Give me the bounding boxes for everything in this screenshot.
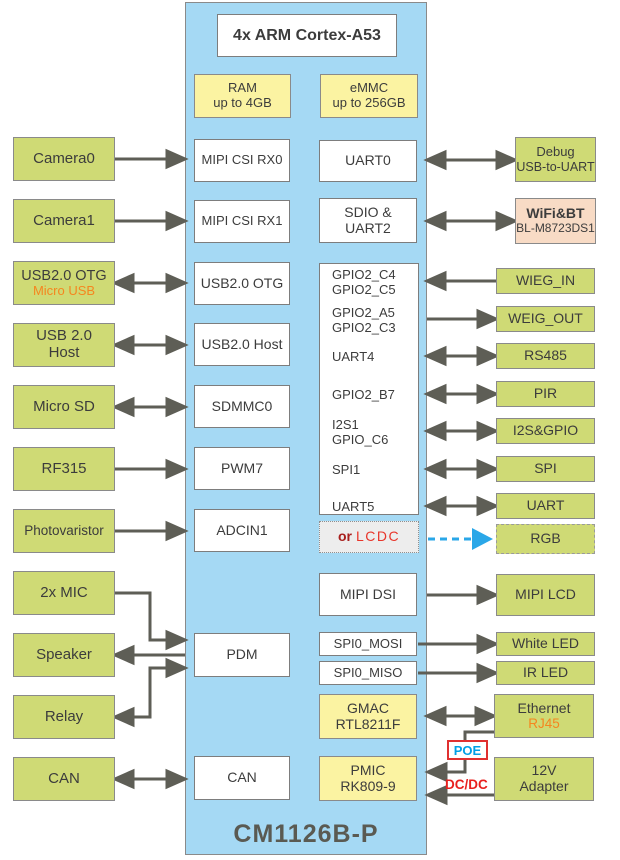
port-gmac: GMAC RTL8211F — [319, 694, 417, 739]
device-photovaristor: Photovaristor — [13, 509, 115, 553]
emmc-block: eMMC up to 256GB — [320, 74, 418, 118]
port-spi0-mosi: SPI0_MOSI — [319, 632, 417, 656]
device-mipi-lcd: MIPI LCD — [496, 574, 595, 616]
device-mic: 2x MIC — [13, 571, 115, 615]
port-pwm7: PWM7 — [194, 447, 290, 490]
port-adcin1: ADCIN1 — [194, 509, 290, 552]
port-sdmmc0: SDMMC0 — [194, 385, 290, 428]
device-ir-led: IR LED — [496, 661, 595, 685]
or-label: or — [337, 528, 352, 545]
device-i2s-gpio: I2S&GPIO — [496, 418, 595, 444]
device-white-led: White LED — [496, 632, 595, 656]
module-title: CM1126B-P — [233, 820, 379, 848]
ram-line1: RAM — [228, 80, 257, 96]
device-pir: PIR — [496, 381, 595, 407]
device-usb-otg: USB2.0 OTG Micro USB — [13, 261, 115, 305]
port-mipi-dsi: MIPI DSI — [319, 573, 417, 616]
device-spi: SPI — [496, 456, 595, 482]
cpu-label: 4x ARM Cortex-A53 — [233, 26, 381, 44]
port-pmic: PMIC RK809-9 — [319, 756, 417, 801]
device-micro-sd: Micro SD — [13, 385, 115, 429]
port-can: CAN — [194, 756, 290, 800]
poe-badge: POE — [447, 740, 488, 760]
device-rs485: RS485 — [496, 343, 595, 369]
device-speaker: Speaker — [13, 633, 115, 677]
device-rgb: RGB — [496, 524, 595, 554]
port-spi0-miso: SPI0_MISO — [319, 661, 417, 685]
port-usb-otg: USB2.0 OTG — [194, 262, 290, 305]
port-usb-host: USB2.0 Host — [194, 323, 290, 366]
port-uart0: UART0 — [319, 140, 417, 182]
cpu-block: 4x ARM Cortex-A53 — [217, 14, 397, 57]
port-mipi-csi-rx0: MIPI CSI RX0 — [194, 139, 290, 182]
device-uart: UART — [496, 493, 595, 519]
device-debug-uart: Debug USB-to-UART — [515, 137, 596, 182]
gpio-group-uart4: UART4 — [332, 349, 375, 364]
port-pdm: PDM — [194, 633, 290, 677]
device-weig-out: WEIG_OUT — [496, 306, 595, 332]
device-wifi-bt: WiFi&BT BL-M8723DS1 — [515, 198, 596, 244]
device-12v-adapter: 12V Adapter — [494, 757, 594, 801]
device-wieg-in: WIEG_IN — [496, 268, 595, 294]
gpio-group-pir: GPIO2_B7 — [332, 387, 395, 402]
emmc-line1: eMMC — [349, 80, 389, 96]
device-can: CAN — [13, 757, 115, 801]
lcdc-label: LCDC — [355, 528, 401, 545]
micro-usb-label: Micro USB — [32, 282, 96, 298]
emmc-line2: up to 256GB — [332, 95, 406, 110]
device-rf315: RF315 — [13, 447, 115, 491]
ram-line2: up to 4GB — [213, 95, 272, 110]
device-ethernet: Ethernet RJ45 — [494, 694, 594, 738]
device-relay: Relay — [13, 695, 115, 739]
device-camera0: Camera0 — [13, 137, 115, 181]
rj45-label: RJ45 — [528, 716, 560, 732]
gpio-group-spi1: SPI1 — [332, 462, 361, 477]
gpio-group-uart5: UART5 — [332, 499, 375, 514]
port-or-lcdc: or LCDC — [319, 521, 419, 553]
dcdc-label: DC/DC — [445, 777, 488, 792]
ram-block: RAM up to 4GB — [194, 74, 291, 118]
device-camera1: Camera1 — [13, 199, 115, 243]
port-mipi-csi-rx1: MIPI CSI RX1 — [194, 200, 290, 243]
port-sdio-uart2: SDIO & UART2 — [319, 198, 417, 243]
device-usb-host: USB 2.0 Host — [13, 323, 115, 367]
